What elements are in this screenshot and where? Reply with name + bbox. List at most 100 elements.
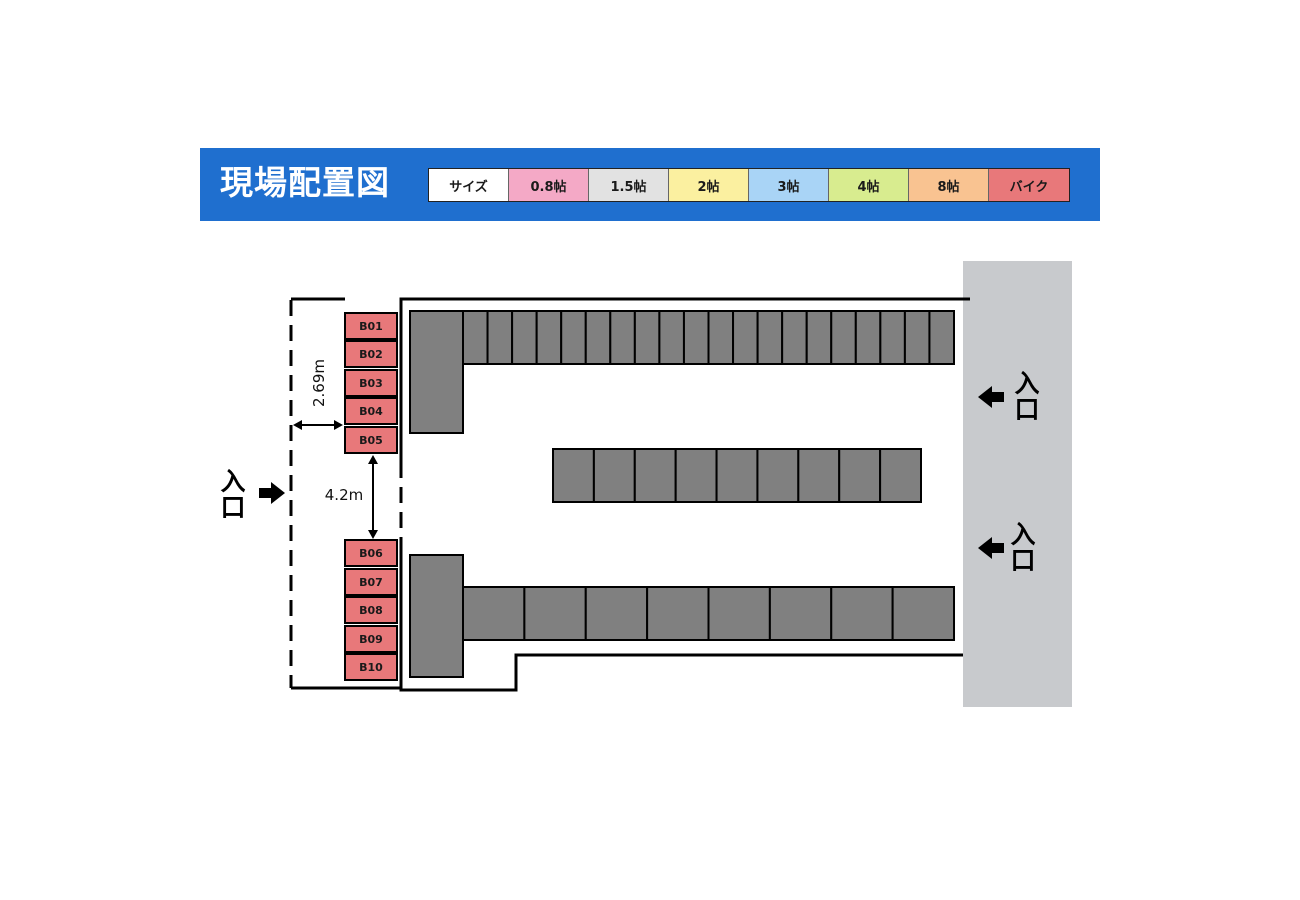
container-middle-5 (715, 448, 759, 503)
legend-item-size: サイズ (429, 169, 509, 201)
bike-unit-label: B03 (359, 377, 383, 390)
arrowhead-left-icon (293, 420, 302, 430)
container-middle-7 (797, 448, 841, 503)
bike-unit-b02: B02 (344, 340, 398, 368)
container-bottom-5 (707, 586, 771, 641)
entrance-label-char-1: 入 (1010, 520, 1035, 549)
bike-unit-label: B07 (359, 576, 383, 589)
legend-item-3: 3帖 (749, 169, 829, 201)
container-middle-6 (756, 448, 800, 503)
entrance-right-top: 入 口 (978, 369, 1040, 424)
container-row-top (462, 310, 956, 365)
bike-unit-box (344, 397, 398, 425)
bike-unit-column: B01 B02 B03 B04 B05 B06 B07 B08 B09 B10 (344, 312, 398, 681)
container-top-17 (854, 310, 882, 365)
bike-unit-b08: B08 (344, 596, 398, 624)
entrance-left: 入 口 (220, 467, 285, 522)
container-top-20 (928, 310, 956, 365)
container-bottom-2 (523, 586, 587, 641)
bike-unit-label: B04 (359, 405, 383, 418)
dimension-gap-label: 4.2m (325, 486, 363, 504)
container-bottom-1 (462, 586, 526, 641)
legend-item-bike: バイク (989, 169, 1069, 201)
arrow-right-icon (259, 482, 285, 504)
container-top-15 (805, 310, 833, 365)
container-bottom-7 (830, 586, 894, 641)
container-top-3 (511, 310, 538, 365)
bike-unit-box (344, 568, 398, 596)
container-top-19 (903, 310, 931, 365)
legend-item-1-5: 1.5帖 (589, 169, 669, 201)
entrance-label-char-1: 入 (220, 467, 245, 496)
legend-label: 3帖 (777, 179, 800, 195)
size-legend: サイズ 0.8帖 1.5帖 2帖 3帖 4帖 8帖 バイク (428, 168, 1070, 202)
legend-label: 1.5帖 (610, 179, 647, 195)
lot-outline-top (399, 297, 970, 462)
container-bottom-4 (646, 586, 710, 641)
container-bottom-8 (891, 586, 956, 641)
container-top-6 (584, 310, 612, 365)
bike-unit-b07: B07 (344, 568, 398, 596)
bike-unit-box (344, 426, 398, 454)
dimension-width-label: 2.69m (310, 359, 328, 407)
bike-unit-label: B06 (359, 547, 383, 560)
container-large-bottom (409, 554, 464, 678)
bike-unit-b01: B01 (344, 312, 398, 340)
bike-unit-box (344, 312, 398, 340)
bike-unit-box (344, 539, 398, 567)
arrowhead-down-icon (368, 530, 378, 539)
container-middle-4 (674, 448, 718, 503)
legend-item-8: 8帖 (909, 169, 989, 201)
road (963, 261, 1072, 707)
container-middle-8 (838, 448, 882, 503)
legend-label: 4帖 (857, 179, 880, 195)
header-banner: 現場配置図 サイズ 0.8帖 1.5帖 2帖 3帖 4帖 8帖 バイク (200, 148, 1100, 221)
page-title: 現場配置図 (220, 163, 390, 202)
container-middle-1 (552, 448, 595, 503)
bike-unit-label: B05 (359, 434, 383, 447)
bike-unit-box (344, 596, 398, 624)
entrance-label-char-2: 口 (220, 493, 245, 522)
container-large-top (409, 310, 464, 434)
entrance-right-bottom: 入 口 (978, 520, 1036, 575)
container-middle-3 (633, 448, 677, 503)
container-top-7 (609, 310, 636, 365)
legend-label: 0.8帖 (530, 179, 567, 195)
entrance-label-char-2: 口 (1014, 395, 1039, 424)
legend-label: 8帖 (937, 179, 960, 195)
legend-item-4: 4帖 (829, 169, 909, 201)
container-row-bottom (462, 586, 956, 641)
bike-unit-label: B02 (359, 348, 383, 361)
container-row-middle (552, 448, 922, 503)
bike-unit-label: B09 (359, 633, 383, 646)
arrow-left-icon (978, 537, 1004, 559)
entrance-label-char-1: 入 (1014, 369, 1039, 398)
legend-label: サイズ (449, 179, 488, 195)
container-top-4 (535, 310, 563, 365)
container-top-12 (732, 310, 759, 365)
container-top-5 (560, 310, 587, 365)
bike-unit-b06: B06 (344, 539, 398, 567)
bike-unit-box (344, 340, 398, 368)
arrowhead-right-icon (334, 420, 343, 430)
legend-label: バイク (1009, 179, 1049, 195)
container-top-16 (830, 310, 857, 365)
arrowhead-up-icon (368, 455, 378, 464)
bike-unit-b09: B09 (344, 625, 398, 653)
dimension-gap: 4.2m (325, 455, 378, 539)
container-bottom-3 (584, 586, 649, 641)
bike-unit-box (344, 653, 398, 681)
bike-unit-box (344, 369, 398, 397)
container-top-2 (486, 310, 514, 365)
bike-unit-box (344, 625, 398, 653)
lot-outline-bottom (399, 540, 963, 692)
arrow-left-icon (978, 386, 1004, 408)
container-top-9 (658, 310, 685, 365)
container-top-11 (707, 310, 735, 365)
container-top-8 (633, 310, 661, 365)
container-middle-2 (592, 448, 636, 503)
dimension-width: 2.69m (293, 359, 343, 430)
container-top-1 (462, 310, 489, 365)
bike-unit-label: B08 (359, 604, 383, 617)
